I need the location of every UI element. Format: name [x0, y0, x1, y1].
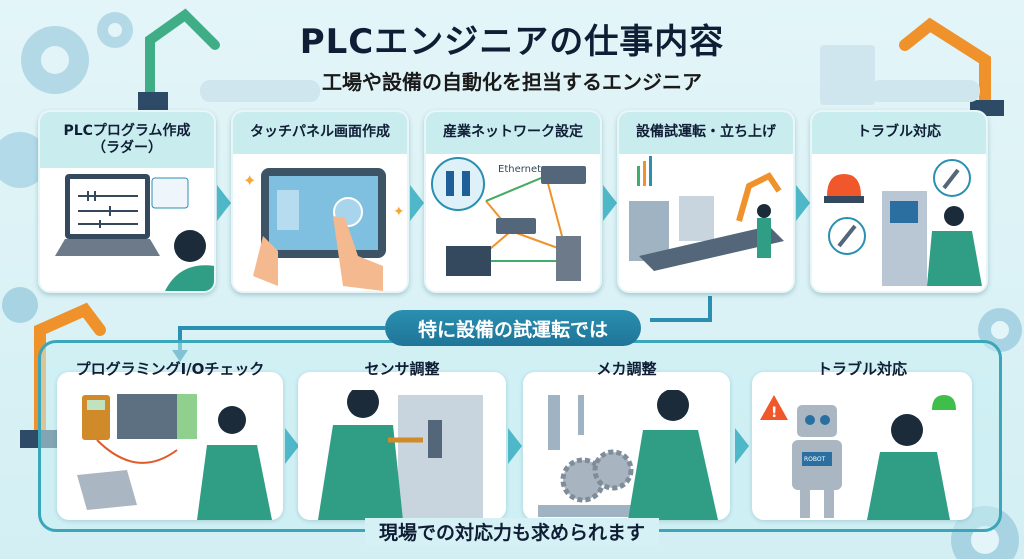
flow-arrow-icon [796, 185, 810, 221]
footer-caption: 現場での対応力も求められます [0, 518, 1024, 545]
bottom-card-sensor [298, 372, 506, 520]
svg-text:✦: ✦ [393, 204, 405, 220]
svg-text:✦: ✦ [243, 171, 256, 190]
robot-label: ROBOT [804, 456, 826, 463]
step-card-commissioning: 設備試運転・立ち上げ [617, 110, 795, 293]
bottom-card-io-check [57, 372, 283, 520]
connector-line [650, 296, 712, 322]
ethernet-label: Ethernet [498, 164, 542, 175]
flow-arrow-icon [285, 428, 299, 464]
network-icon [431, 157, 586, 281]
laptop-ladder-icon [55, 174, 214, 291]
flow-arrow-icon [603, 185, 617, 221]
page-title: PLCエンジニアの仕事内容 [299, 22, 725, 62]
flow-arrow-icon [508, 428, 522, 464]
flow-arrow-icon [735, 428, 749, 464]
robot-warning-icon: ! [760, 395, 956, 520]
step-label: PLCプログラム作成 （ラダー） [40, 112, 214, 168]
flow-arrow-icon [217, 185, 231, 221]
alarm-wrench-icon [824, 159, 982, 286]
multimeter-plc-icon [77, 394, 272, 520]
footer-text: 現場での対応力も求められます [364, 518, 659, 545]
svg-text:!: ! [771, 405, 777, 421]
step-label: トラブル対応 [816, 360, 907, 378]
gear-adjust-icon [538, 390, 718, 520]
step-card-troubleshooting: トラブル対応 [810, 110, 988, 293]
page-subtitle: 工場や設備の自動化を担当するエンジニア [322, 70, 702, 94]
step-label: プログラミングI/Oチェック [75, 360, 265, 378]
step-card-plc-programming: PLCプログラム作成 （ラダー） [38, 110, 216, 293]
step-label: 産業ネットワーク設定 [426, 112, 600, 154]
step-card-touch-panel: タッチパネル画面作成 ✦✦ [231, 110, 409, 293]
step-card-network: 産業ネットワーク設定 Ethernet [424, 110, 602, 293]
step-label: メカ調整 [596, 360, 657, 378]
commissioning-banner: 特に設備の試運転では [385, 310, 641, 346]
flow-arrow-icon [410, 185, 424, 221]
bottom-card-troubleshooting: ! ROBOT [752, 372, 972, 520]
step-label: タッチパネル画面作成 [233, 112, 407, 154]
step-label: センサ調整 [364, 360, 440, 378]
step-label: トラブル対応 [812, 112, 986, 154]
production-line-icon [629, 156, 784, 271]
step-label: 設備試運転・立ち上げ [619, 112, 793, 154]
bottom-card-mechanical [523, 372, 730, 520]
touch-panel-icon: ✦✦ [243, 168, 405, 291]
sensor-adjust-icon [318, 390, 483, 520]
